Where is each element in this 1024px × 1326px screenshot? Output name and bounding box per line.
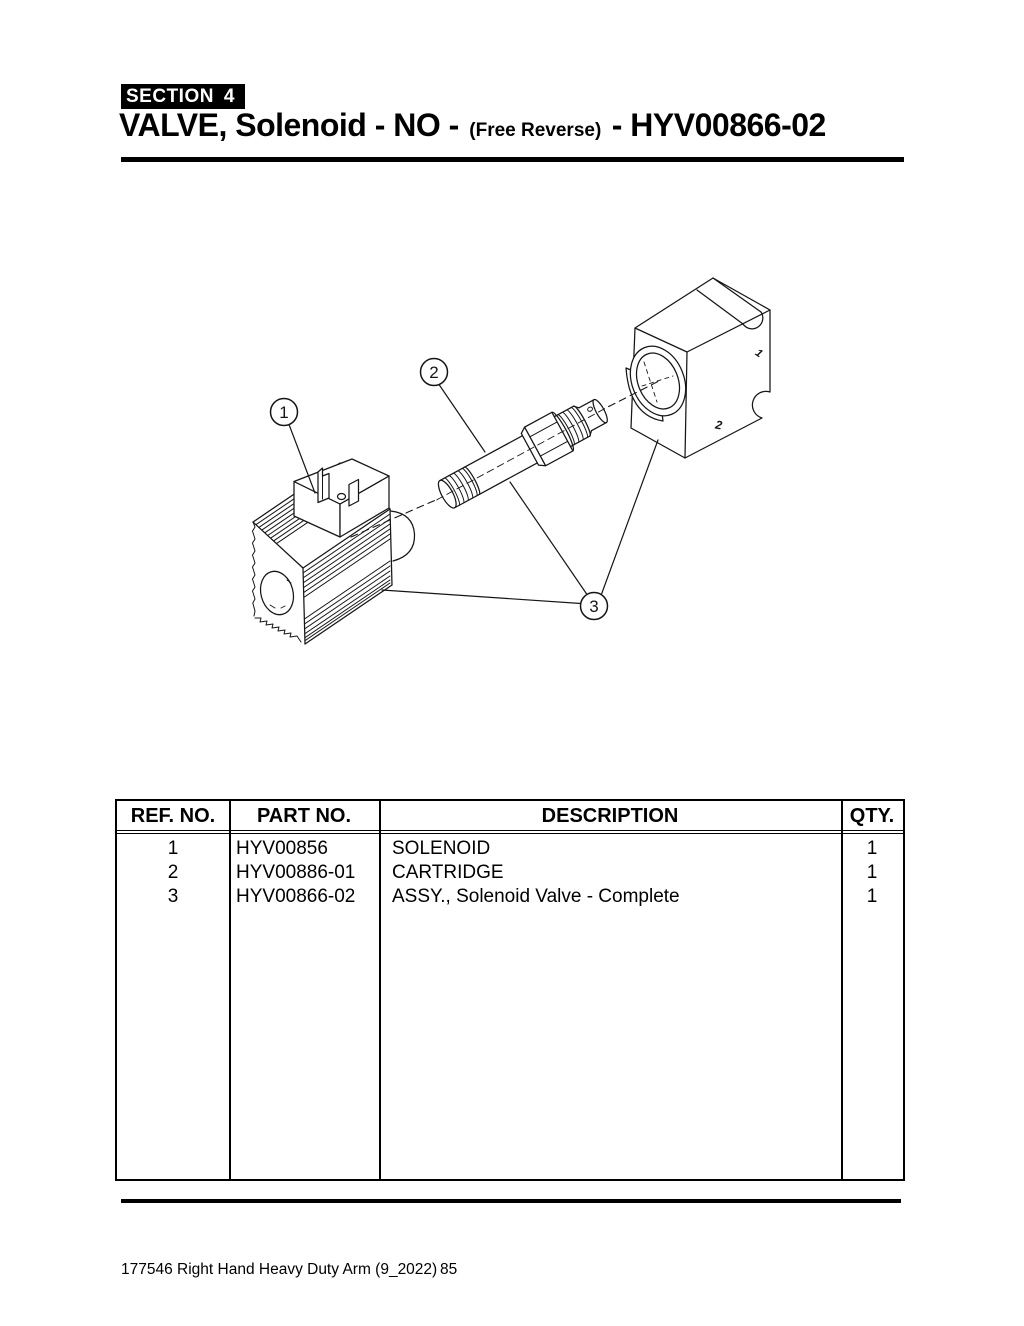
valve-port-label-2: 2 (713, 417, 723, 432)
cell-part: HYV00866-02 (236, 885, 356, 907)
header-rule (121, 157, 904, 162)
exploded-view-diagram: 1 2 (252, 277, 771, 645)
callout-3: 3 (579, 591, 609, 621)
cell-desc: ASSY., Solenoid Valve - Complete (392, 885, 680, 907)
footer-rule (121, 1199, 901, 1203)
footer-document-reference: 177546 Right Hand Heavy Duty Arm (9_2022… (121, 1261, 438, 1278)
title-parenthetical: (Free Reverse) (469, 120, 602, 141)
cell-part: HYV00856 (236, 837, 328, 859)
cell-desc: CARTRIDGE (392, 861, 504, 883)
footer-page-number: 85 (440, 1261, 458, 1278)
table-row: 3 HYV00866-02 ASSY., Solenoid Valve - Co… (117, 885, 903, 909)
callout-1: 1 (269, 397, 299, 427)
cell-ref: 1 (167, 837, 179, 859)
table-column-divider (841, 801, 843, 1179)
valve-port-label-1: 1 (753, 347, 765, 360)
cell-qty: 1 (866, 861, 878, 883)
parts-table: REF. NO. PART NO. DESCRIPTION QTY. 1 HYV… (115, 799, 905, 1181)
table-header-row: REF. NO. PART NO. DESCRIPTION QTY. (117, 801, 903, 831)
table-column-divider (229, 801, 231, 1179)
section-badge: SECTION 4 (121, 84, 245, 109)
section-label: SECTION (126, 85, 214, 107)
coil-connector-drawing (293, 458, 390, 538)
callout-1-label: 1 (279, 403, 288, 422)
table-header-ref: REF. NO. (130, 805, 216, 827)
callout-leaders (288, 383, 659, 605)
cell-ref: 3 (167, 885, 179, 907)
title-main: VALVE, Solenoid - NO - (119, 107, 459, 143)
table-header-description: DESCRIPTION (541, 805, 679, 827)
page-title: VALVE, Solenoid - NO - (Free Reverse) - … (119, 107, 919, 144)
table-header-qty: QTY. (849, 805, 895, 827)
callout-3-label: 3 (589, 597, 598, 616)
table-body: 1 HYV00856 SOLENOID 1 2 HYV00886-01 CART… (117, 834, 903, 909)
section-number: 4 (223, 85, 235, 107)
cell-qty: 1 (866, 885, 878, 907)
cell-part: HYV00886-01 (236, 861, 356, 883)
cartridge-drawing (436, 397, 612, 511)
solenoid-coil-drawing (252, 458, 416, 645)
table-column-divider (379, 801, 381, 1179)
title-part-number: - HYV00866-02 (611, 107, 827, 143)
table-row: 1 HYV00856 SOLENOID 1 (117, 837, 903, 861)
callout-2: 2 (419, 357, 449, 387)
callout-2-label: 2 (429, 363, 438, 382)
table-header-part: PART NO. (256, 805, 352, 827)
cell-desc: SOLENOID (392, 837, 491, 859)
table-header-double-rule (117, 831, 903, 834)
valve-body-drawing: 1 2 (625, 277, 771, 459)
cell-qty: 1 (866, 837, 878, 859)
cell-ref: 2 (167, 861, 179, 883)
table-row: 2 HYV00886-01 CARTRIDGE 1 (117, 861, 903, 885)
